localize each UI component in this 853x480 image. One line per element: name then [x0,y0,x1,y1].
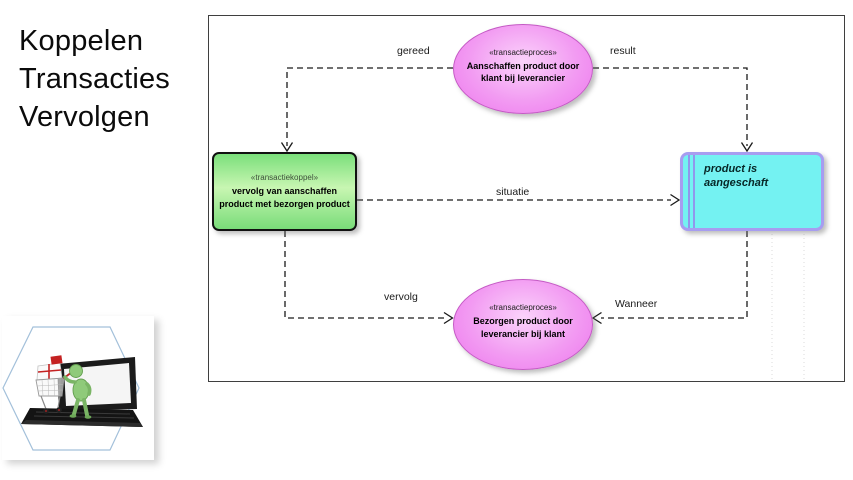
node-name: vervolg van aanschaffen product met bezo… [219,186,350,209]
shopping-cart [35,355,73,414]
edge-label-gereed: gereed [397,45,430,57]
node-stereotype: «transactieproces» [489,47,557,57]
slide-title-line: Vervolgen [19,101,150,133]
node-stereotype: «transactieproces» [489,303,557,312]
node-fact-product-aangeschaft: product is aangeschaft [680,152,824,231]
node-transactieproces-bezorgen: «transactieproces» Bezorgen product door… [453,279,593,370]
hexagon-picture [2,326,143,451]
slide-title-line: Transacties [19,63,171,95]
laptop-base [21,408,143,427]
edge-label-situatie: situatie [496,186,530,198]
slide-title-line: Koppelen [19,25,144,57]
node-transactieproces-aanschaffen: «transactieproces» Aanschaffen product d… [453,24,593,114]
green-figure [63,364,92,419]
slide-title: Koppelen Transacties Vervolgen [19,22,170,136]
edge-label-wanneer: Wanneer [615,298,658,310]
node-name: Bezorgen product door leverancier bij kl… [473,316,573,339]
online-shopping-clipart [2,316,154,460]
laptop-screen [57,357,137,411]
edge-label-result: result [610,45,636,57]
node-name: product is aangeschaft [704,163,769,189]
edge-label-vervolg: vervolg [384,291,418,303]
node-transactiekoppel: «transactiekoppel» vervolg van aanschaff… [212,152,357,231]
node-stereotype: «transactiekoppel» [250,173,319,182]
node-name: Aanschaffen product door klant bij lever… [466,60,580,84]
